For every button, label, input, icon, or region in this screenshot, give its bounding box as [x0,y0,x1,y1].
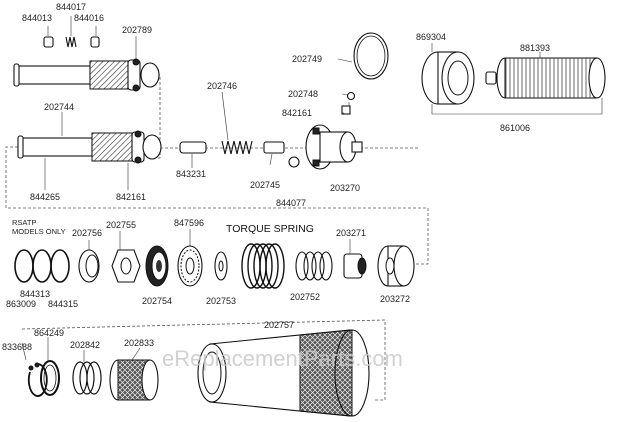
knurled-sleeve-202833 [109,359,159,401]
spindle-202789 [13,58,160,92]
label-844313: 844313 [20,289,50,299]
bearing-202754 [145,245,169,287]
label-202744: 202744 [44,102,74,112]
spring-844017 [65,36,77,48]
label-202756: 202756 [72,228,102,238]
leader-lines [47,16,541,168]
part-842161-upper [341,105,351,115]
label-847596: 847596 [174,218,204,228]
label-842161-lower: 842161 [116,192,146,202]
bearing-847596 [177,245,203,287]
fitting-844013 [43,36,54,48]
pin-843231 [179,141,207,154]
label-844315: 844315 [48,299,78,309]
handle-202757 [197,329,370,417]
label-202749: 202749 [292,54,322,64]
label-202746: 202746 [207,81,237,91]
label-881393: 881393 [520,43,550,53]
label-203272: 203272 [380,294,410,304]
ball-844077 [288,156,300,168]
collar-869304 [421,51,475,105]
label-202789: 202789 [122,25,152,35]
clutch-203270 [305,124,363,170]
spindle-202744 [17,130,162,190]
label-842161-upper: 842161 [282,108,312,118]
label-833688: 833688 [2,342,32,352]
bottom-row [21,329,370,417]
cap-203272 [377,245,415,287]
ring-864249 [40,360,60,396]
label-844017: 844017 [56,2,86,12]
oring-202749 [353,32,389,80]
label-202755: 202755 [106,220,136,230]
label-861006: 861006 [500,123,530,133]
label-844077: 844077 [276,198,306,208]
nut-202755 [111,249,141,283]
small-fittings-group [43,36,100,48]
spring-202746 [221,140,253,155]
label-rsatp: RSATP [12,218,36,227]
sleeve-881393 [485,57,606,99]
torque-row [14,229,415,289]
label-202842: 202842 [70,340,100,350]
label-202748: 202748 [288,89,318,99]
washer-202756 [78,249,100,283]
label-202752: 202752 [290,292,320,302]
label-202833: 202833 [124,338,154,348]
retaining-ring-833688 [27,362,48,397]
drive-parts-row [179,91,363,170]
label-844016: 844016 [74,13,104,23]
grip-assembly-861006 [421,51,606,115]
label-models-only: MODELS ONLY [12,227,66,236]
label-864249: 864249 [34,328,64,338]
label-844013: 844013 [22,13,52,23]
label-843231: 843231 [176,169,206,179]
ball-202748 [346,91,356,101]
plunger-202745 [263,141,285,154]
label-844265: 844265 [30,192,60,202]
label-863009: 863009 [6,299,36,309]
torque-spring [241,243,285,289]
label-202754: 202754 [142,296,172,306]
spring-202842 [72,361,102,395]
label-869304: 869304 [416,32,446,42]
label-202753: 202753 [206,296,236,306]
label-203271: 203271 [336,228,366,238]
part-labels: 844017 844013 844016 202789 202749 86930… [2,2,550,352]
washer-202753 [214,251,228,281]
watermark: eReplacementParts.com [162,346,403,371]
label-203270: 203270 [330,183,360,193]
label-202745: 202745 [250,180,280,190]
label-202757: 202757 [264,320,294,330]
label-torque-spring: TORQUE SPRING [226,223,314,235]
spring-202752 [295,251,333,281]
fitting-844016 [90,36,100,48]
nut-203271 [343,253,367,279]
rings-844313-863009-844315 [14,249,70,283]
